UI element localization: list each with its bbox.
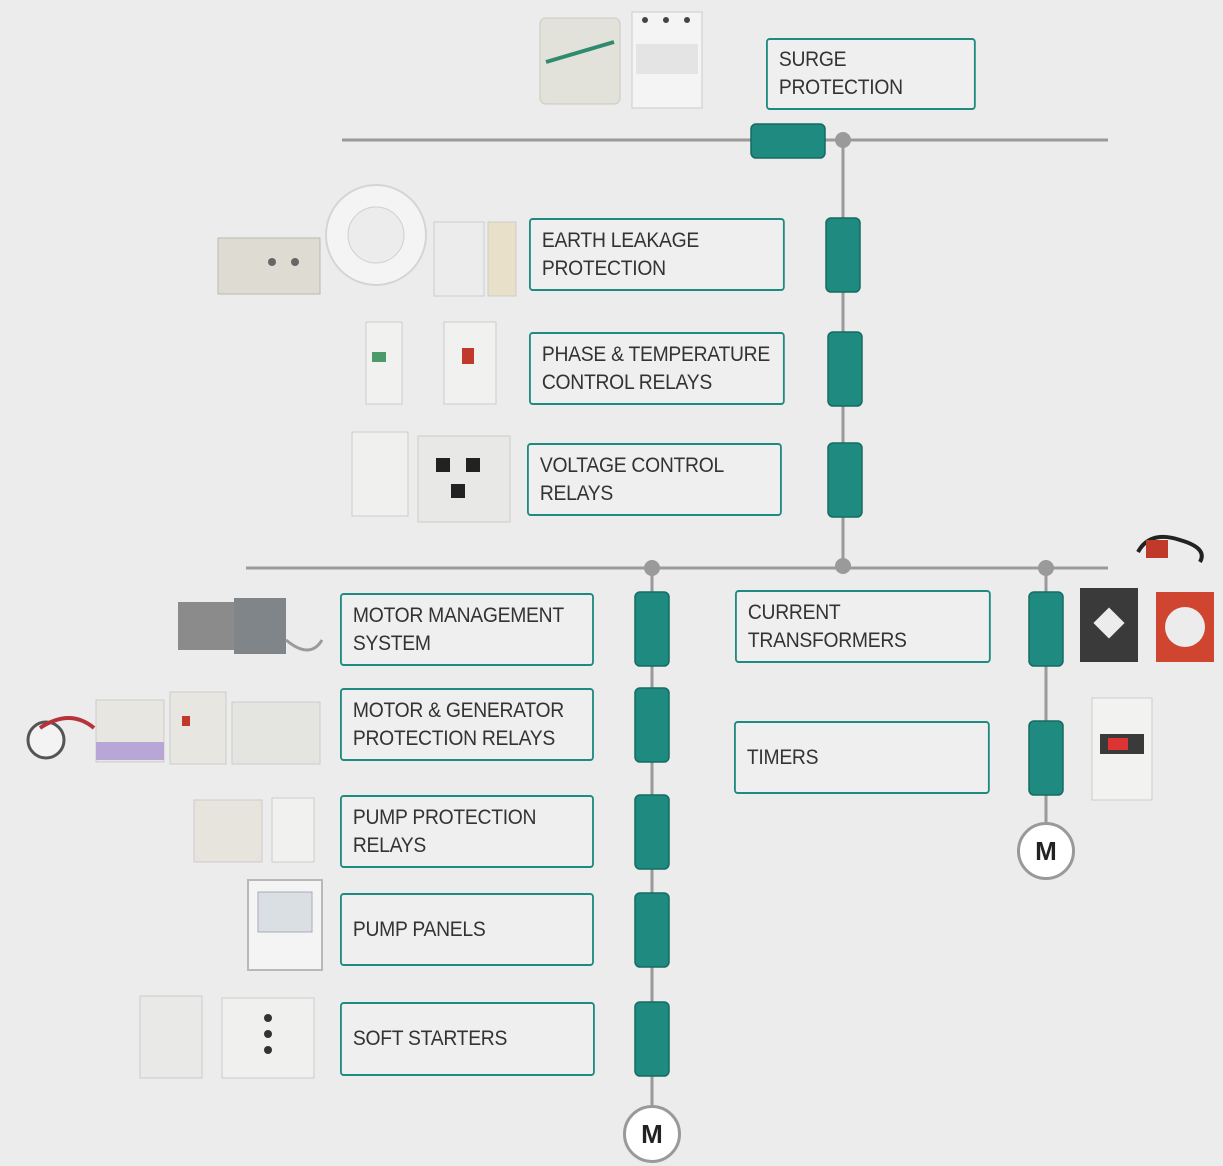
pump-panels-label: PUMP PANELS bbox=[340, 893, 594, 966]
motor-generator-label: MOTOR & GENERATOR PROTECTION RELAYS bbox=[340, 688, 594, 761]
timers-device-block bbox=[1028, 720, 1064, 796]
voltage-device-block bbox=[827, 442, 863, 518]
timer-image bbox=[1091, 697, 1153, 801]
motor-generator-text: MOTOR & GENERATOR PROTECTION RELAYS bbox=[352, 698, 564, 750]
surge-protection-text: SURGE PROTECTION bbox=[778, 48, 903, 99]
motor-generator-relays-image bbox=[26, 691, 321, 765]
soft-starters-label: SOFT STARTERS bbox=[340, 1002, 595, 1076]
junction-dot bbox=[835, 132, 851, 148]
pump-protection-label: PUMP PROTECTION RELAYS bbox=[340, 795, 594, 868]
current-transformers-image bbox=[1080, 535, 1214, 662]
soft-starters-device-block bbox=[634, 1001, 670, 1077]
motor-mgmt-device-block bbox=[634, 591, 670, 667]
motor-left-symbol: M bbox=[623, 1105, 681, 1163]
motor-management-text: MOTOR MANAGEMENT SYSTEM bbox=[352, 603, 564, 655]
soft-starters-text: SOFT STARTERS bbox=[352, 1027, 508, 1050]
junction-dot bbox=[835, 558, 851, 574]
junction-dot bbox=[1038, 560, 1054, 576]
pump-panel-image bbox=[247, 879, 323, 971]
surge-device-block bbox=[750, 123, 826, 159]
pump-protection-relays-image bbox=[193, 797, 315, 863]
earth-leakage-label: EARTH LEAKAGE PROTECTION bbox=[529, 218, 785, 291]
pump-panels-text: PUMP PANELS bbox=[352, 917, 486, 941]
phase-device-block bbox=[827, 331, 863, 407]
timers-label: TIMERS bbox=[734, 721, 990, 794]
earth-leakage-image bbox=[217, 184, 517, 297]
current-transformers-text: CURRENT TRANSFORMERS bbox=[747, 600, 907, 652]
motor-management-image bbox=[178, 598, 324, 654]
pump-panels-device-block bbox=[634, 892, 670, 968]
voltage-relays-image bbox=[351, 431, 511, 523]
phase-temperature-text: PHASE & TEMPERATURE CONTROL RELAYS bbox=[541, 342, 770, 394]
current-tx-device-block bbox=[1028, 591, 1064, 667]
phase-relays-image bbox=[365, 321, 497, 405]
voltage-control-label: VOLTAGE CONTROL RELAYS bbox=[527, 443, 782, 516]
pump-relays-device-block bbox=[634, 794, 670, 870]
timers-text: TIMERS bbox=[746, 745, 819, 769]
surge-protector-image bbox=[539, 11, 703, 109]
pump-protection-text: PUMP PROTECTION RELAYS bbox=[352, 805, 537, 857]
phase-temperature-label: PHASE & TEMPERATURE CONTROL RELAYS bbox=[529, 332, 785, 405]
earth-leakage-text: EARTH LEAKAGE PROTECTION bbox=[541, 228, 699, 280]
motor-right-symbol: M bbox=[1017, 822, 1075, 880]
voltage-control-text: VOLTAGE CONTROL RELAYS bbox=[539, 453, 724, 505]
soft-starters-image bbox=[139, 995, 315, 1079]
motor-management-label: MOTOR MANAGEMENT SYSTEM bbox=[340, 593, 594, 666]
junction-dot bbox=[644, 560, 660, 576]
earth-device-block bbox=[825, 217, 861, 293]
surge-protection-label: SURGE PROTECTION bbox=[766, 38, 976, 110]
motor-gen-device-block bbox=[634, 687, 670, 763]
current-transformers-label: CURRENT TRANSFORMERS bbox=[735, 590, 991, 663]
